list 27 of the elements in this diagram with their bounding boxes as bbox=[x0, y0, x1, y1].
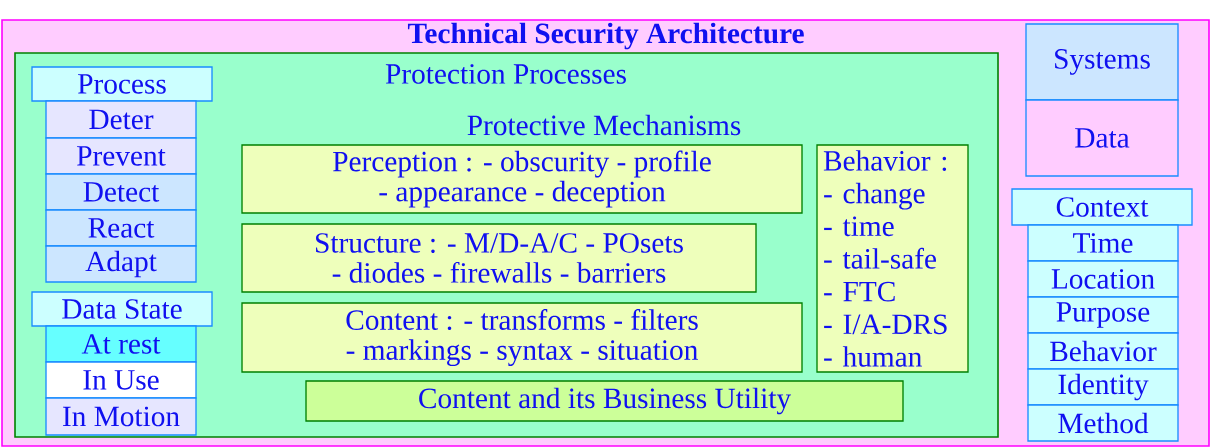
list-cell: Identity bbox=[1027, 368, 1179, 406]
section-heading: Protective Mechanisms bbox=[467, 114, 741, 136]
header-box: Process bbox=[31, 66, 213, 102]
category-box: Data bbox=[1025, 99, 1179, 177]
panel-heading: Protection Processes bbox=[385, 64, 626, 84]
title: Technical Security Architecture bbox=[407, 22, 804, 50]
list-cell: Detect bbox=[45, 173, 197, 211]
list-cell: Deter bbox=[45, 100, 197, 139]
list-cell: In Use bbox=[45, 361, 197, 399]
list-cell: React bbox=[45, 209, 197, 247]
list-cell: Prevent bbox=[45, 137, 197, 175]
list-cell: At rest bbox=[45, 325, 197, 363]
header-box: Data State bbox=[31, 291, 213, 327]
category-box: Systems bbox=[1025, 23, 1179, 101]
mechanism-box: Perception : - obscurity - profile - appearance - deception bbox=[241, 144, 803, 214]
utility-box: Content and its Business Utility bbox=[305, 380, 904, 422]
list-cell: Purpose bbox=[1027, 296, 1179, 334]
list-cell: Location bbox=[1027, 260, 1179, 298]
list-cell: Time bbox=[1027, 224, 1179, 262]
mechanism-box: Structure : - M/D-A/C - POsets - diodes - firewalls - barriers bbox=[241, 223, 757, 293]
mechanism-box: Content : - transforms - filters - markings - syntax - situation bbox=[241, 302, 803, 373]
list-cell: Behavior bbox=[1027, 332, 1179, 370]
list-cell: Method bbox=[1027, 404, 1179, 442]
list-cell: Adapt bbox=[45, 245, 197, 283]
mechanism-box: Behavior : - change - time - tail-safe - FTC - I/A-DRS - human bbox=[816, 144, 969, 373]
header-box: Context bbox=[1011, 188, 1193, 226]
list-cell: In Motion bbox=[45, 397, 197, 436]
